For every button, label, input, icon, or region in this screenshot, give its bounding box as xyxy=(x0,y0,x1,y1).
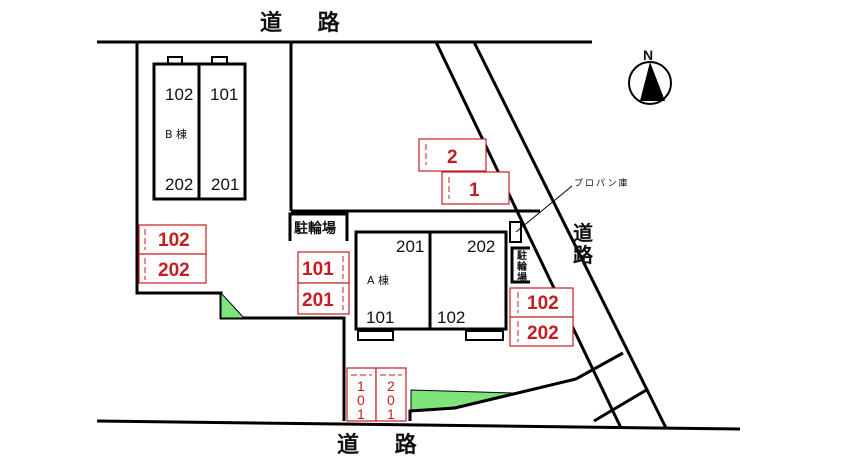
parking-center-101: 101 xyxy=(302,259,334,280)
svg-text:場: 場 xyxy=(517,271,527,284)
propane-storage: プロパン庫 xyxy=(509,177,629,243)
svg-text:1: 1 xyxy=(469,180,480,201)
road-edge-bottom xyxy=(96,419,741,431)
svg-text:2: 2 xyxy=(447,147,458,168)
building-b-label: B 棟 xyxy=(165,127,187,141)
road-edge-diagonal-outer xyxy=(472,41,668,429)
bicycle-parking-left: 駐輪場 xyxy=(288,212,349,241)
parking-spaces-right: 102 202 xyxy=(509,287,574,347)
parking-spaces-center: 101 201 xyxy=(297,251,350,315)
svg-text:2: 2 xyxy=(387,378,395,394)
driveway-edge-2 xyxy=(593,387,649,423)
unit-a-201: 201 xyxy=(396,237,424,256)
road-label-bottom: 道 路 xyxy=(337,432,431,458)
unit-b-202: 202 xyxy=(165,175,193,194)
parking-center-201: 201 xyxy=(302,290,334,311)
unit-b-101: 101 xyxy=(210,85,238,104)
svg-text:プロパン庫: プロパン庫 xyxy=(574,177,629,189)
building-a-label: A 棟 xyxy=(367,273,389,287)
svg-text:輪: 輪 xyxy=(517,260,528,273)
svg-text:0: 0 xyxy=(357,392,365,408)
building-b: 102 101 B 棟 202 201 xyxy=(152,56,247,201)
unit-b-201: 201 xyxy=(211,175,239,194)
bicycle-parking-right: 駐 輪 場 xyxy=(510,246,530,284)
unit-b-102: 102 xyxy=(165,85,193,104)
building-a: 201 202 A 棟 101 102 xyxy=(354,230,508,341)
svg-text:1: 1 xyxy=(387,406,395,422)
parking-right-102: 102 xyxy=(527,293,559,314)
parking-space-2: 2 xyxy=(418,138,487,172)
green-area-left xyxy=(220,291,246,319)
svg-text:駐輪場: 駐輪場 xyxy=(294,220,336,237)
north-arrow-icon: N xyxy=(628,47,672,105)
svg-text:1: 1 xyxy=(357,378,365,394)
svg-text:1: 1 xyxy=(357,406,365,422)
svg-text:駐: 駐 xyxy=(517,249,527,262)
road-label-top: 道 路 xyxy=(260,10,354,36)
parking-space-1: 1 xyxy=(441,171,510,205)
svg-text:0: 0 xyxy=(387,392,395,408)
parking-spaces-bottom: 1 0 1 2 0 1 xyxy=(346,367,407,422)
road-edge-diagonal-inner xyxy=(434,41,623,429)
parking-left-202: 202 xyxy=(158,260,190,281)
svg-text:N: N xyxy=(643,47,653,63)
unit-a-101: 101 xyxy=(366,308,394,327)
parking-left-102: 102 xyxy=(158,230,190,251)
parking-spaces-left: 102 202 xyxy=(138,224,207,284)
green-area-bottom xyxy=(410,389,515,412)
parking-right-202: 202 xyxy=(527,323,559,344)
unit-a-102: 102 xyxy=(437,308,465,327)
road-label-right-2: 路 xyxy=(573,243,594,267)
road-label-right-1: 道 xyxy=(573,221,593,245)
unit-a-202: 202 xyxy=(467,237,495,256)
driveway-edge xyxy=(408,351,624,421)
